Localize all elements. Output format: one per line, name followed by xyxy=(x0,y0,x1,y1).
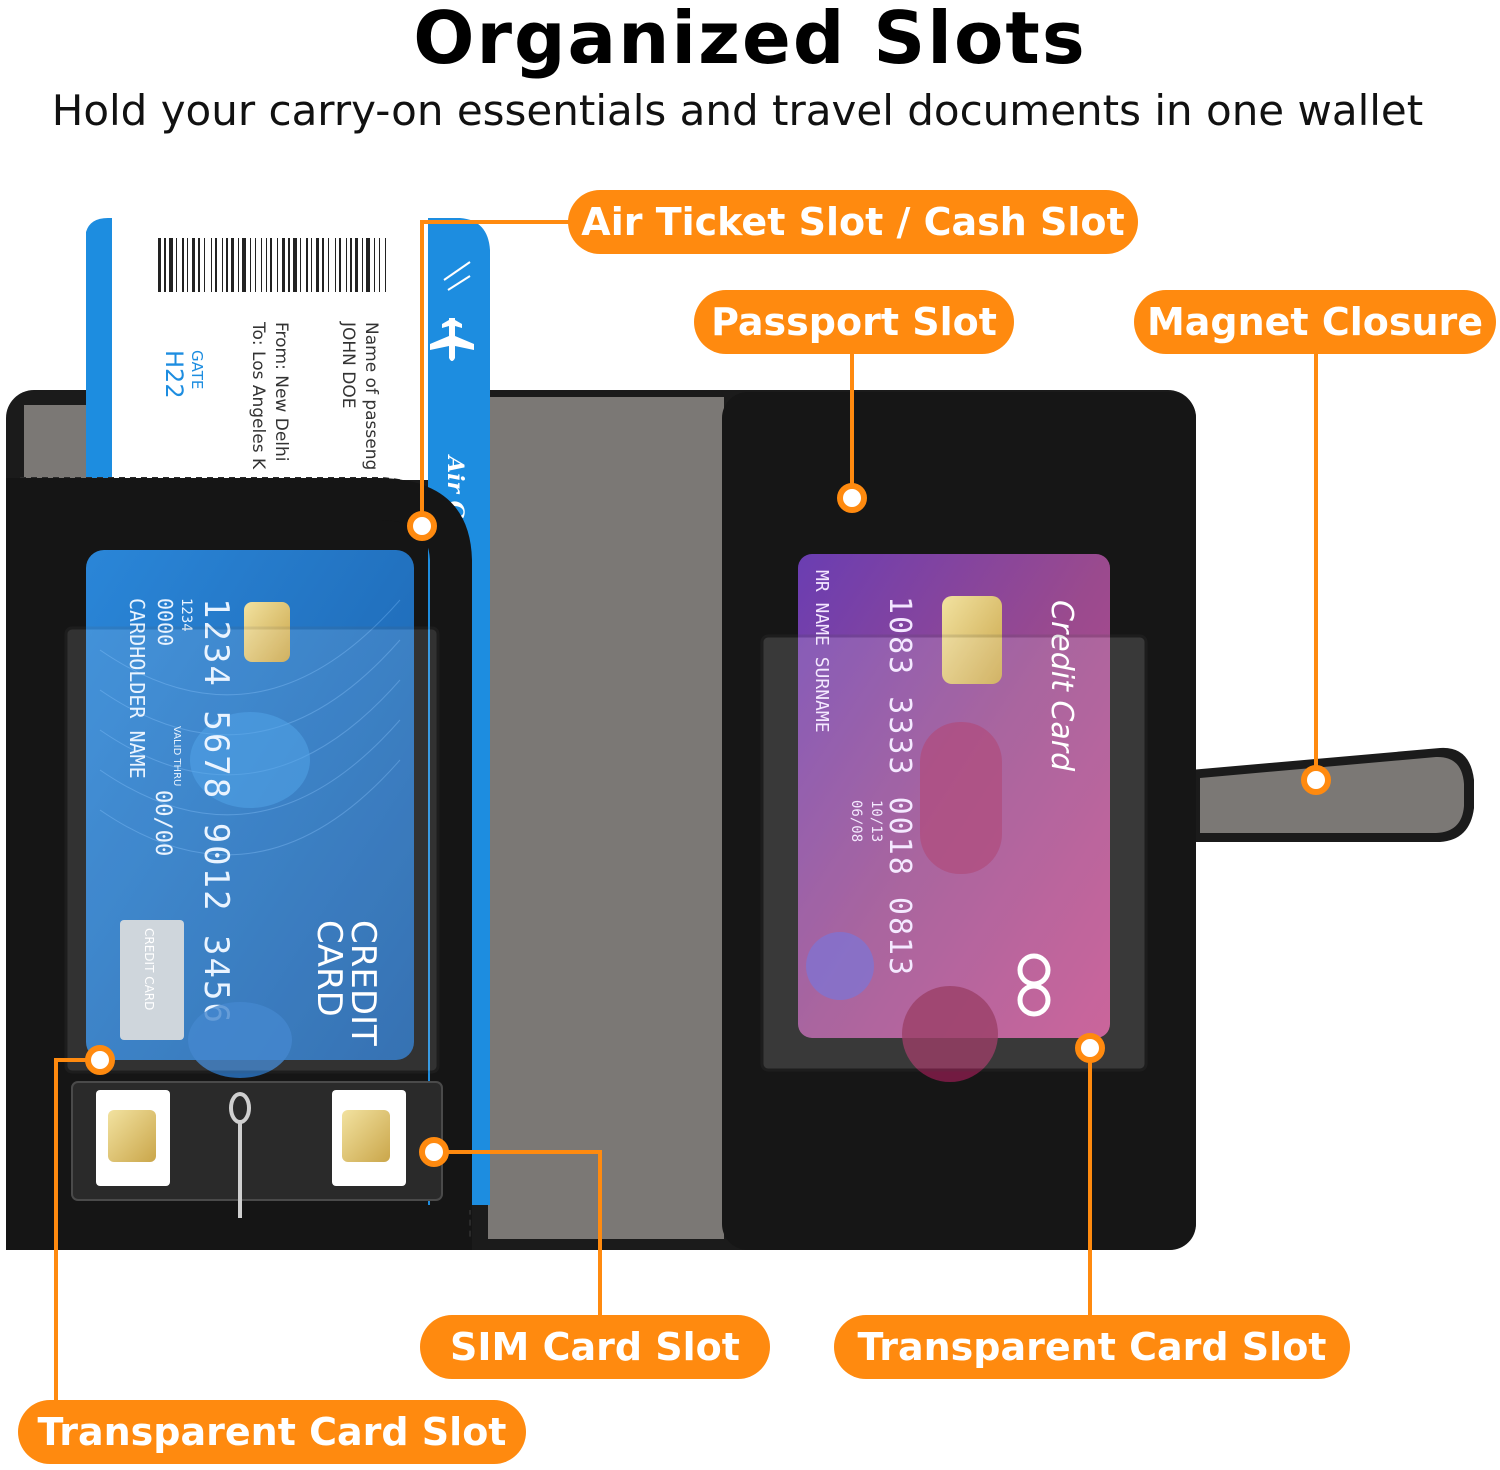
barcode-bar xyxy=(346,238,347,292)
barcode-bar xyxy=(328,238,329,292)
page-subtitle: Hold your carry-on essentials and travel… xyxy=(51,86,1424,135)
ticket-gate: H22 xyxy=(160,350,188,399)
barcode-bar xyxy=(282,238,285,292)
transparent-left-dot xyxy=(85,1045,115,1075)
passport-dot xyxy=(837,483,867,513)
card-chip xyxy=(942,596,1002,684)
barcode-bar xyxy=(169,238,173,292)
barcode-bar xyxy=(379,238,380,292)
callout-passport-slot: Passport Slot xyxy=(694,290,1014,354)
contactless-icon xyxy=(806,932,874,1000)
magnet-dot xyxy=(1301,765,1331,795)
left-transparent-sleeve xyxy=(64,626,440,1074)
purple-card-expires: 10/13 xyxy=(868,800,884,842)
airplane-icon xyxy=(430,318,474,361)
ticket-passenger-label: Name of passeng xyxy=(361,322,381,470)
purple-card-holder: MR NAME SURNAME xyxy=(811,570,832,733)
barcode-bar xyxy=(158,238,161,292)
sim-dot xyxy=(419,1137,449,1167)
barcode-bar xyxy=(339,238,341,292)
ticket-to: To: Los Angeles K xyxy=(248,321,268,470)
hologram-label: CREDIT CARD xyxy=(142,928,156,1010)
barcode-bar xyxy=(385,238,386,292)
barcode-bar xyxy=(164,238,166,292)
barcode-bar xyxy=(306,238,308,292)
callout-air-ticket-slot: Air Ticket Slot / Cash Slot xyxy=(568,190,1138,254)
barcode-bar xyxy=(362,238,363,292)
barcode-bar xyxy=(335,238,336,292)
hologram xyxy=(120,920,184,1040)
barcode-bar xyxy=(231,238,234,292)
barcode-bar xyxy=(322,238,324,292)
barcode-bar xyxy=(261,238,262,292)
barcode-bar xyxy=(277,238,278,292)
barcode-bar xyxy=(366,238,370,292)
purple-card-valid-from: 06/08 xyxy=(848,800,864,842)
callout-dots xyxy=(85,483,1331,1167)
ticket-gate-label: GATE xyxy=(188,350,206,389)
barcode-bar xyxy=(293,238,297,292)
card-chip xyxy=(244,602,290,662)
transparent-right-dot xyxy=(1075,1033,1105,1063)
ticket-from: From: New Delhi xyxy=(271,322,291,462)
purple-card-brand: Credit Card xyxy=(1044,600,1079,772)
barcode-bar xyxy=(182,238,184,292)
blue-card-code: 0000 xyxy=(153,598,177,646)
barcode-bar xyxy=(204,238,205,292)
purple-credit-card: Credit Card 1083 3333 0018 0813 MR NAME … xyxy=(798,554,1110,1082)
air-ticket-dot xyxy=(407,511,437,541)
barcode-bar xyxy=(222,238,223,292)
barcode xyxy=(156,236,388,294)
blue-card-expiry: 00/00 xyxy=(150,790,175,856)
purple-card-number: 1083 3333 0018 0813 xyxy=(882,596,917,977)
barcode-bar xyxy=(250,238,251,292)
barcode-bar xyxy=(211,238,212,292)
card-network-icon xyxy=(1017,953,1051,1017)
barcode-bar xyxy=(187,238,188,292)
barcode-bar xyxy=(316,238,319,292)
blue-card-holder: CARDHOLDER NAME xyxy=(125,598,149,779)
barcode-bar xyxy=(288,238,290,292)
callout-transparent-card-slot-right: Transparent Card Slot xyxy=(834,1315,1350,1379)
sim-card-area xyxy=(71,1081,443,1218)
barcode-bar xyxy=(192,238,195,292)
blue-card-brand-2: CARD xyxy=(309,920,349,1017)
blue-card-valid-label: VALID THRU xyxy=(171,726,182,786)
barcode-bar xyxy=(311,238,312,292)
barcode-bar xyxy=(300,238,301,292)
ticket-passenger-name: JOHN DOE xyxy=(338,321,358,409)
barcode-bar xyxy=(198,238,200,292)
barcode-bar xyxy=(374,238,375,292)
barcode-bar xyxy=(270,238,272,292)
barcode-bar xyxy=(355,238,358,292)
barcode-bar xyxy=(266,238,267,292)
barcode-bar xyxy=(255,238,256,292)
callout-magnet-closure: Magnet Closure xyxy=(1134,290,1496,354)
barcode-bar xyxy=(242,238,246,292)
barcode-bar xyxy=(215,238,217,292)
callout-transparent-card-slot-left: Transparent Card Slot xyxy=(18,1400,526,1464)
barcode-bar xyxy=(238,238,239,292)
blue-card-number: 1234 5678 9012 3456 xyxy=(196,598,236,1025)
blue-card-small-number: 1234 xyxy=(178,598,194,632)
barcode-bar xyxy=(226,238,228,292)
blue-credit-card: 1234 5678 9012 3456 1234 0000 CARDHOLDER… xyxy=(86,550,414,1078)
callout-sim-card-slot: SIM Card Slot xyxy=(420,1315,770,1379)
barcode-bar xyxy=(350,238,352,292)
right-transparent-sleeve xyxy=(760,634,1148,1072)
blue-card-brand-1: CREDIT xyxy=(343,920,383,1046)
barcode-bar xyxy=(176,238,177,292)
page-title: Organized Slots xyxy=(413,0,1087,80)
